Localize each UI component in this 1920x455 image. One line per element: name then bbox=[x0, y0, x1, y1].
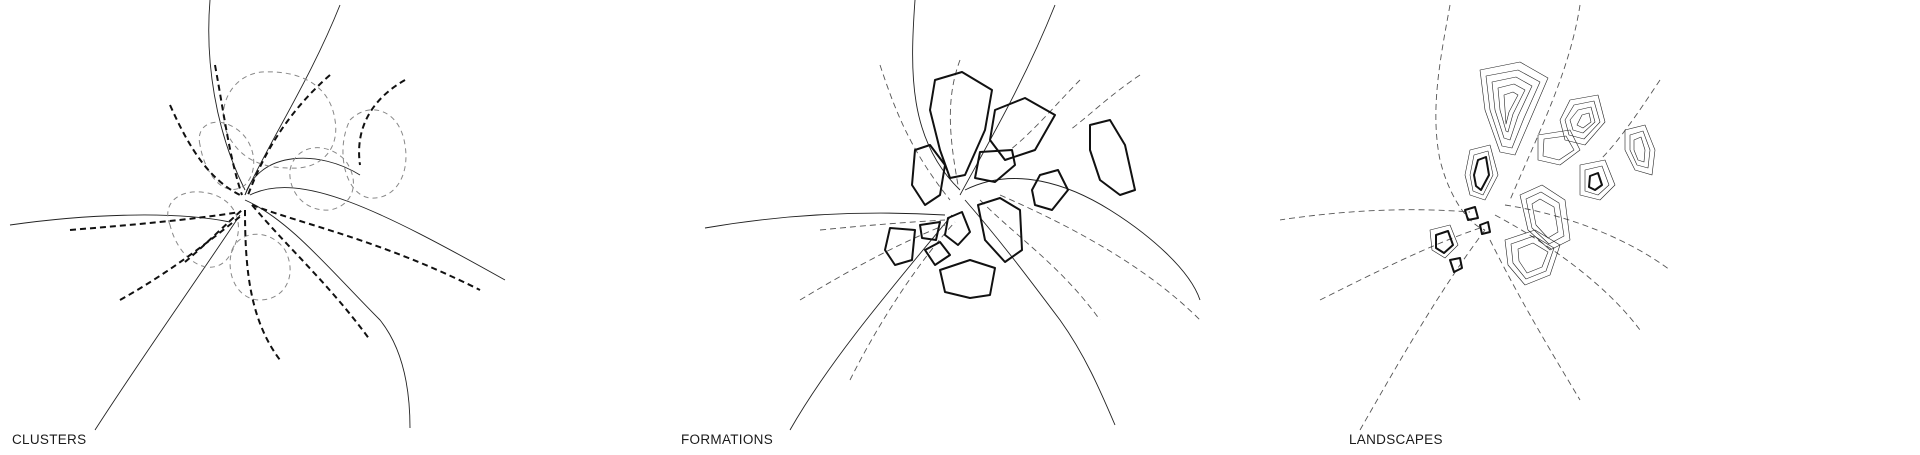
caption-landscapes: LANDSCAPES bbox=[1349, 432, 1443, 447]
clusters-cluster bbox=[289, 147, 354, 211]
landscapes-flow bbox=[1489, 239, 1581, 401]
panel-formations: FORMATIONS bbox=[640, 0, 1280, 455]
formations-shape bbox=[1089, 119, 1136, 196]
formations-dash bbox=[979, 199, 1101, 321]
landscapes-flow bbox=[1435, 4, 1486, 231]
clusters-line bbox=[244, 157, 361, 196]
caption-clusters: CLUSTERS bbox=[12, 432, 87, 447]
landscapes-drawing bbox=[1280, 4, 1671, 431]
formations-shape bbox=[944, 211, 971, 246]
formations-shape bbox=[929, 71, 993, 179]
formations-line bbox=[912, 0, 961, 191]
clusters-flow bbox=[169, 104, 241, 196]
clusters-flow bbox=[184, 209, 243, 263]
formations-line bbox=[704, 212, 946, 229]
clusters-line bbox=[244, 199, 411, 429]
clusters-flow bbox=[244, 209, 281, 361]
panel-landscapes: LANDSCAPES bbox=[1280, 0, 1920, 455]
caption-formations: FORMATIONS bbox=[681, 432, 773, 447]
clusters-flow bbox=[251, 204, 371, 341]
formations-line bbox=[789, 214, 953, 431]
clusters-flow bbox=[247, 74, 331, 196]
landscapes-flow bbox=[1599, 79, 1661, 161]
formations-dash bbox=[819, 219, 946, 231]
formations-dash bbox=[1009, 79, 1081, 151]
formations-shape bbox=[977, 197, 1023, 263]
clusters-flow bbox=[251, 204, 481, 291]
formations-dash bbox=[799, 224, 946, 301]
clusters-line bbox=[244, 4, 341, 196]
landscapes-flow bbox=[1319, 227, 1481, 301]
clusters-flow bbox=[69, 211, 241, 231]
clusters-cluster bbox=[167, 191, 239, 268]
formations-shape bbox=[919, 221, 941, 241]
formations-shape bbox=[1031, 169, 1069, 211]
formations-shape bbox=[924, 241, 951, 266]
landscapes-flow bbox=[1509, 4, 1581, 201]
clusters-line bbox=[94, 214, 241, 431]
landscapes-contour-group bbox=[1429, 61, 1656, 286]
formations-drawing bbox=[704, 0, 1201, 431]
formations-dash bbox=[849, 221, 956, 381]
clusters-flow bbox=[214, 64, 243, 196]
landscapes-flow bbox=[1359, 229, 1486, 431]
clusters-line bbox=[208, 0, 246, 191]
formations-shape bbox=[939, 259, 996, 299]
panel-clusters: CLUSTERS bbox=[0, 0, 640, 455]
formations-dash bbox=[1069, 74, 1141, 131]
clusters-flow bbox=[119, 214, 243, 301]
formations-shape bbox=[884, 227, 916, 266]
formations-line bbox=[964, 178, 1201, 301]
formations-line bbox=[959, 4, 1056, 196]
landscapes-flow bbox=[1280, 209, 1471, 221]
clusters-line bbox=[9, 214, 231, 226]
formations-shape bbox=[989, 97, 1056, 161]
formations-line bbox=[964, 199, 1116, 426]
clusters-line bbox=[249, 187, 506, 281]
formations-shape bbox=[974, 149, 1016, 183]
clusters-drawing bbox=[9, 0, 506, 431]
clusters-flow bbox=[358, 79, 406, 166]
landscapes-flow bbox=[1494, 214, 1641, 331]
formations-dash bbox=[879, 64, 951, 201]
formations-dash bbox=[999, 194, 1201, 321]
formations-dash bbox=[949, 59, 961, 186]
clusters-cluster bbox=[229, 233, 291, 301]
formations-shape bbox=[911, 144, 946, 206]
clusters-cluster bbox=[342, 109, 407, 199]
clusters-cluster bbox=[222, 71, 337, 169]
